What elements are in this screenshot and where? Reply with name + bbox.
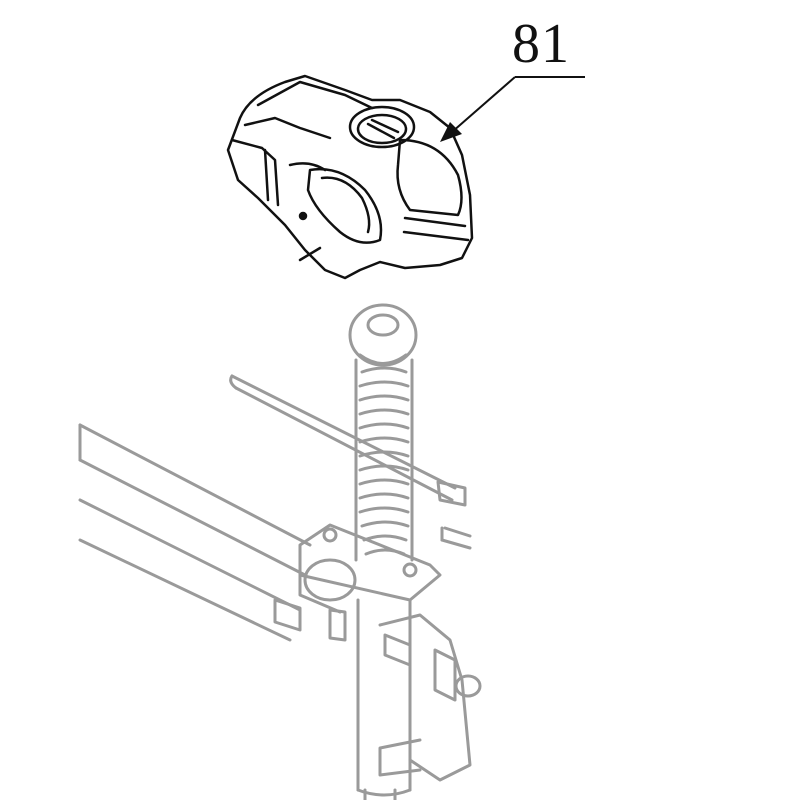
clamp-assembly — [328, 598, 482, 800]
spring-column — [348, 303, 418, 562]
part-number-label: 81 — [512, 13, 570, 75]
knob-cover-part — [226, 74, 474, 280]
leader-arrowhead — [440, 122, 462, 142]
mount-bracket — [273, 523, 442, 632]
context-assembly — [78, 303, 482, 800]
frame-rails — [78, 423, 312, 642]
callout-leader — [440, 76, 585, 142]
leader-line — [451, 76, 516, 133]
rod — [229, 374, 472, 550]
